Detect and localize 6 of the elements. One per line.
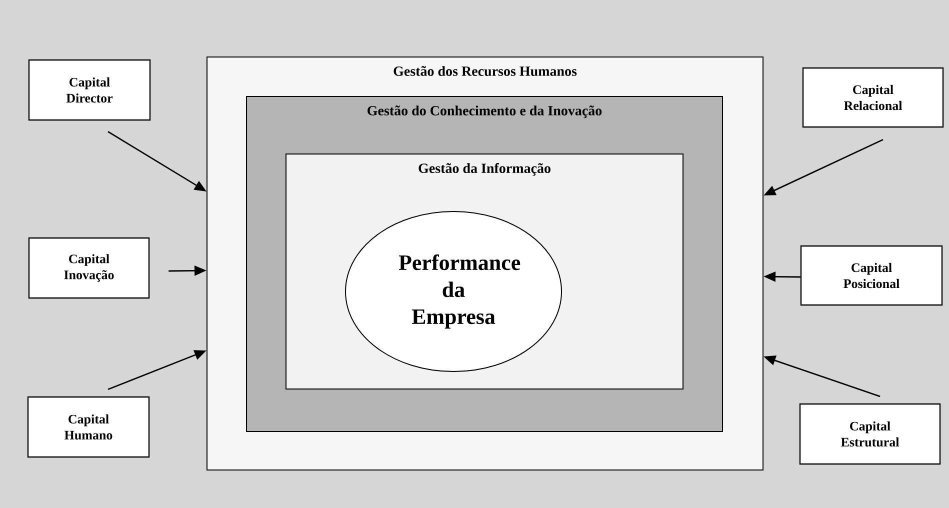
capital-box: Capital Director (28, 59, 151, 121)
capital-box: Capital Humano (27, 396, 150, 458)
capital-box: Capital Estrutural (799, 403, 941, 465)
capital-box: Capital Relacional (802, 67, 944, 128)
capital-box: Capital Posicional (800, 245, 943, 306)
capital-box: Capital Inovação (28, 237, 150, 299)
